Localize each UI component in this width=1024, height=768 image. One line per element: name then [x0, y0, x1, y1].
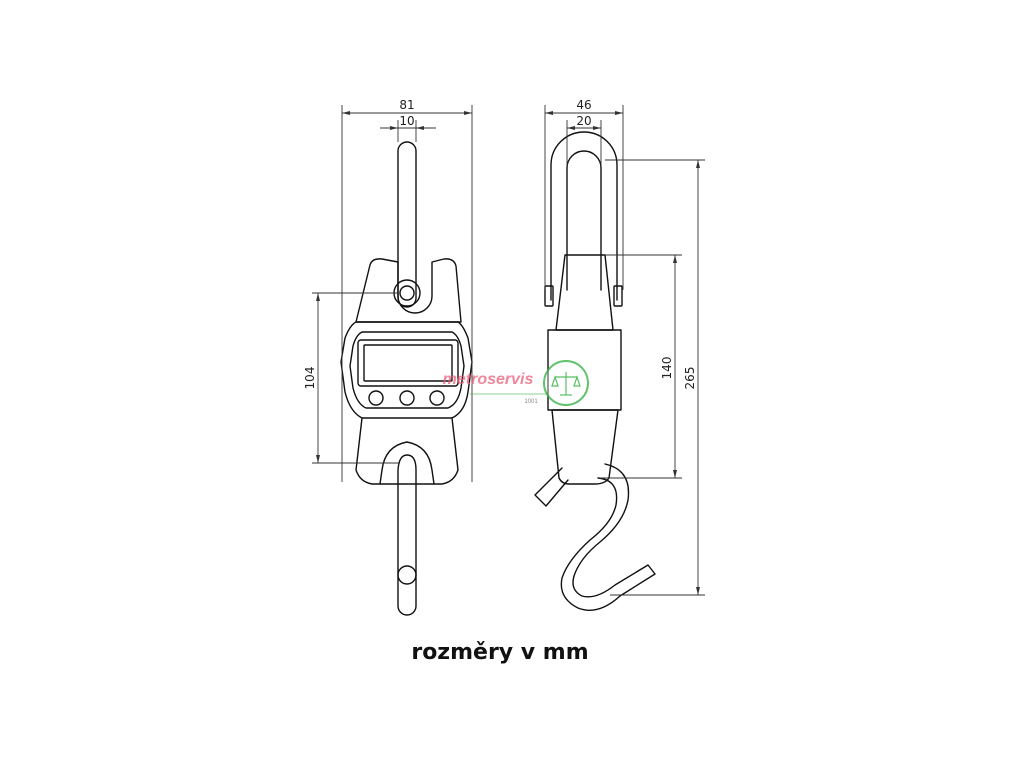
dim-width-total-label: 81	[399, 98, 414, 112]
front-lower-cutout	[379, 441, 435, 485]
dim-side-body-label: 140	[660, 357, 674, 380]
side-shackle-outer	[550, 131, 618, 301]
front-button-3	[429, 390, 445, 406]
side-s-hook	[560, 463, 656, 611]
front-bottom-hook-bar	[397, 454, 417, 616]
front-bottom-hook-eye	[397, 565, 417, 585]
side-lower-cap	[551, 409, 619, 485]
units-caption: rozměry v mm	[411, 640, 589, 665]
side-pin-right	[613, 285, 623, 307]
side-view	[534, 131, 656, 611]
dim-side-inner-label: 20	[576, 114, 591, 128]
front-lower-body	[355, 417, 459, 485]
front-body-inner	[349, 331, 465, 409]
front-eye-inner	[399, 285, 415, 301]
front-view	[340, 141, 473, 616]
front-button-2	[399, 390, 415, 406]
front-button-1	[368, 390, 384, 406]
dimension-arrows	[316, 111, 700, 595]
front-display-inner	[363, 344, 453, 382]
dim-hook-width-label: 10	[399, 114, 414, 128]
watermark-logo: metroservis 1001	[443, 360, 589, 406]
watermark-small: 1001	[524, 399, 538, 405]
front-upper-cap	[355, 258, 462, 323]
side-hook-stub	[534, 467, 569, 507]
dim-total-height-label: 265	[683, 367, 697, 390]
side-upper-cap	[555, 254, 614, 331]
front-top-hook-bar	[397, 141, 417, 308]
watermark-brand: metroservis	[443, 371, 534, 388]
front-display-outer	[357, 339, 459, 387]
dim-side-width-label: 46	[576, 98, 591, 112]
dim-body-height-label: 104	[303, 367, 317, 390]
dimension-lines	[312, 105, 705, 596]
side-shackle-inner	[566, 150, 602, 291]
side-pin-left	[544, 285, 554, 307]
